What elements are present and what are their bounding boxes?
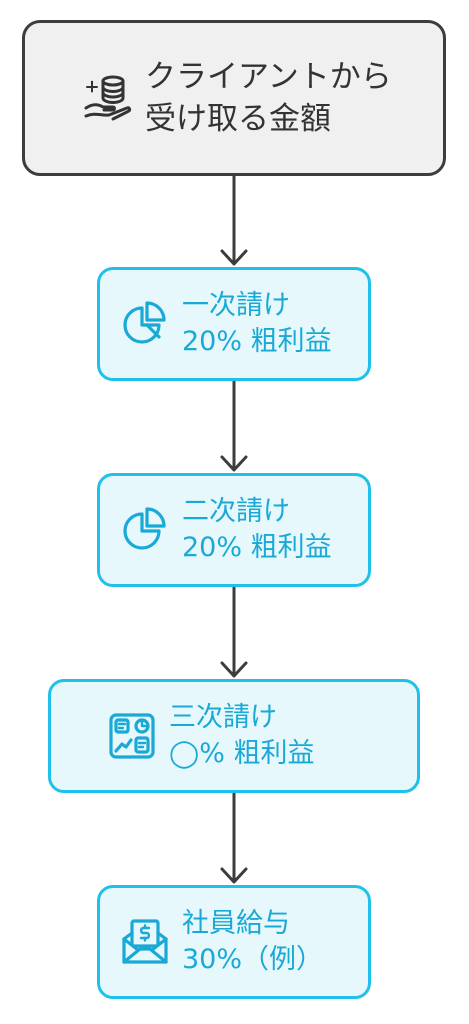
node-label: 三次請け ◯% 粗利益 (169, 700, 314, 772)
node-label: 社員給与 30%（例） (182, 906, 323, 978)
node-label: 一次請け 20% 粗利益 (182, 288, 332, 360)
node-title: 三次請け (169, 702, 277, 733)
node-label: クライアントから 受け取る金額 (145, 56, 392, 140)
node-secondary-subcontract: 二次請け 20% 粗利益 (97, 473, 371, 587)
node-subtitle: 20% 粗利益 (182, 326, 332, 357)
edge-client-to-primary (220, 174, 248, 266)
node-client-payment: クライアントから 受け取る金額 (22, 20, 446, 176)
salary-envelope-icon (122, 919, 168, 964)
node-subtitle: 20% 粗利益 (182, 532, 332, 563)
node-title: 社員給与 (182, 908, 290, 939)
node-label: 二次請け 20% 粗利益 (182, 494, 332, 566)
pie-chart-icon (123, 301, 166, 344)
node-title: 一次請け (182, 290, 290, 321)
dashboard-chart-icon (109, 713, 155, 759)
node-employee-salary: 社員給与 30%（例） (97, 885, 371, 999)
edge-secondary-to-tertiary (220, 585, 248, 678)
node-subtitle: ◯% 粗利益 (169, 738, 315, 769)
node-subtitle: 受け取る金額 (145, 101, 331, 137)
edge-primary-to-secondary (220, 379, 248, 472)
node-title: 二次請け (182, 496, 290, 527)
node-primary-subcontract: 一次請け 20% 粗利益 (97, 267, 371, 381)
node-title: クライアントから (145, 59, 392, 95)
pie-chart-icon (123, 507, 166, 550)
node-tertiary-subcontract: 三次請け ◯% 粗利益 (48, 679, 420, 793)
node-subtitle: 30%（例） (182, 944, 324, 975)
edge-tertiary-to-salary (220, 791, 248, 884)
coin-hand-icon (84, 75, 132, 121)
